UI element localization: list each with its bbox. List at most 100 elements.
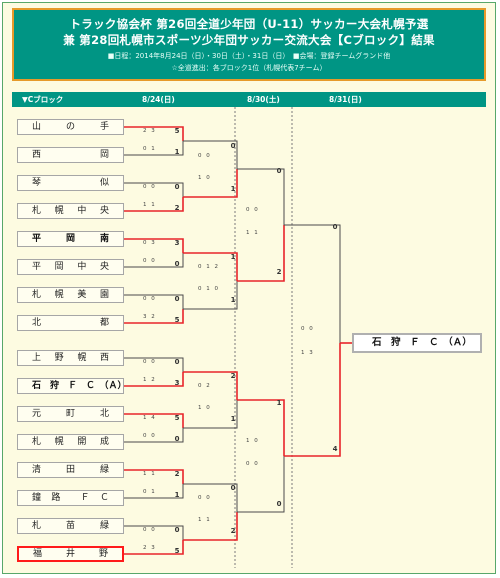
bracket-line-r2-top	[183, 483, 238, 512]
bracket-line-r1-top	[124, 357, 184, 372]
half-scores: 0 0	[143, 359, 157, 365]
match-score: 0	[174, 183, 180, 191]
date-header-day3: 8/31(日)	[329, 95, 362, 104]
bracket-line-r3-bottom	[237, 225, 285, 282]
team-box: 鐘 路 Ｆ Ｃ	[17, 490, 124, 506]
team-box: 山 の 手	[17, 119, 124, 135]
half-scores: 1 0	[198, 175, 212, 181]
half-scores: 0 0	[301, 326, 315, 332]
match-score: 0	[174, 295, 180, 303]
half-scores: 0 2	[198, 383, 212, 389]
bracket-line-r1-top	[124, 469, 184, 484]
half-scores: 1 3	[301, 350, 315, 356]
half-scores: 0 1 0	[198, 286, 220, 292]
team-box: 北 都	[17, 315, 124, 331]
half-scores: 0 0	[246, 461, 260, 467]
match-score: 2	[174, 204, 180, 212]
match-score: 5	[174, 547, 180, 555]
half-scores: 0 1	[143, 146, 157, 152]
match-score: 0	[276, 167, 282, 175]
match-score: 1	[276, 399, 282, 407]
team-box: 西 岡	[17, 147, 124, 163]
match-score: 5	[174, 127, 180, 135]
match-score: 2	[230, 372, 236, 380]
match-score: 0	[174, 526, 180, 534]
match-score: 1	[174, 148, 180, 156]
bracket-line-final-bottom	[284, 343, 341, 457]
team-box: 札 幌 開 成	[17, 434, 124, 450]
bracket-line-r3-bottom	[237, 456, 285, 513]
match-score: 1	[230, 296, 236, 304]
half-scores: 0 0	[198, 495, 212, 501]
bracket-line-r2-bottom	[183, 512, 238, 541]
bracket-line-r1-bottom	[124, 372, 184, 387]
match-score: 4	[332, 445, 338, 453]
half-scores: 0 0	[198, 153, 212, 159]
match-score: 2	[230, 527, 236, 535]
block-label: ▼Cブロック	[22, 95, 64, 104]
match-score: 3	[174, 379, 180, 387]
match-score: 0	[174, 435, 180, 443]
half-scores: 0 0	[143, 296, 157, 302]
bracket-line-r2-bottom	[183, 400, 238, 429]
half-scores: 0 1 2	[198, 264, 220, 270]
half-scores: 0 0	[143, 184, 157, 190]
half-scores: 1 0	[198, 405, 212, 411]
bracket-line-r1-top	[124, 525, 184, 540]
bracket-line-r3-top	[237, 168, 285, 225]
half-scores: 2 3	[143, 545, 157, 551]
team-box: 清 田 緑	[17, 462, 124, 478]
team-box: 札 幌 中 央	[17, 203, 124, 219]
team-box: 札 苗 緑	[17, 518, 124, 534]
half-scores: 0 0	[143, 527, 157, 533]
match-score: 0	[332, 223, 338, 231]
half-scores: 1 1	[143, 202, 157, 208]
match-score: 0	[276, 500, 282, 508]
team-box: 札 幌 美 園	[17, 287, 124, 303]
bracket-line-r1-top	[124, 126, 184, 141]
match-score: 3	[174, 239, 180, 247]
match-score: 1	[230, 415, 236, 423]
half-scores: 1 1	[198, 517, 212, 523]
bracket-line-r2-bottom	[183, 169, 238, 198]
schedule-venue-text: ■日程：2014年8月24日（日）・30日（土）・31日（日） ■会場：登録チー…	[107, 52, 391, 60]
team-box: 元 町 北	[17, 406, 124, 422]
bracket-line-r1-bottom	[124, 141, 184, 156]
match-score: 1	[230, 185, 236, 193]
match-score: 2	[276, 268, 282, 276]
bracket-line-r1-top	[124, 238, 184, 253]
title-line-1: トラック協会杯 第26回全道少年団（U-11）サッカー大会札幌予選	[69, 17, 429, 31]
champion-box: 石 狩 Ｆ Ｃ （Ａ）	[352, 333, 482, 353]
match-score: 0	[174, 358, 180, 366]
half-scores: 1 4	[143, 415, 157, 421]
bracket-line-r2-top	[183, 371, 238, 400]
half-scores: 1 0	[246, 438, 260, 444]
bracket-line-r1-bottom	[124, 309, 184, 324]
bracket-line-r1-bottom	[124, 197, 184, 212]
match-score: 5	[174, 316, 180, 324]
qualification-note: ☆全道進出：各ブロック1位（札幌代表7チーム）	[171, 64, 327, 72]
bracket-line-final-top	[284, 224, 341, 343]
bracket-line-r1-bottom	[124, 428, 184, 443]
bracket-line-r2-top	[183, 252, 238, 281]
team-box: 平 岡 中 央	[17, 259, 124, 275]
team-box-highlighted: 福 井 野	[17, 546, 124, 562]
title-banner: トラック協会杯 第26回全道少年団（U-11）サッカー大会札幌予選 兼 第28回…	[12, 8, 486, 81]
match-score: 5	[174, 414, 180, 422]
title-line-2: 兼 第28回札幌市スポーツ少年団サッカー交流大会【Cブロック】結果	[63, 33, 435, 47]
match-score: 2	[174, 470, 180, 478]
half-scores: 0 0	[143, 433, 157, 439]
half-scores: 1 1	[246, 230, 260, 236]
half-scores: 0 3	[143, 240, 157, 246]
half-scores: 0 1	[143, 489, 157, 495]
bracket-line-r2-bottom	[183, 281, 238, 310]
half-scores: 3 2	[143, 314, 157, 320]
half-scores: 2 3	[143, 128, 157, 134]
half-scores: 0 0	[143, 258, 157, 264]
column-header-bar: ▼Cブロック 8/24(日) 8/30(土) 8/31(日)	[12, 92, 486, 107]
bracket-line-r1-bottom	[124, 540, 184, 555]
bracket-line-r1-top	[124, 294, 184, 309]
bracket-line-r1-bottom	[124, 484, 184, 499]
date-header-day1: 8/24(日)	[142, 95, 175, 104]
